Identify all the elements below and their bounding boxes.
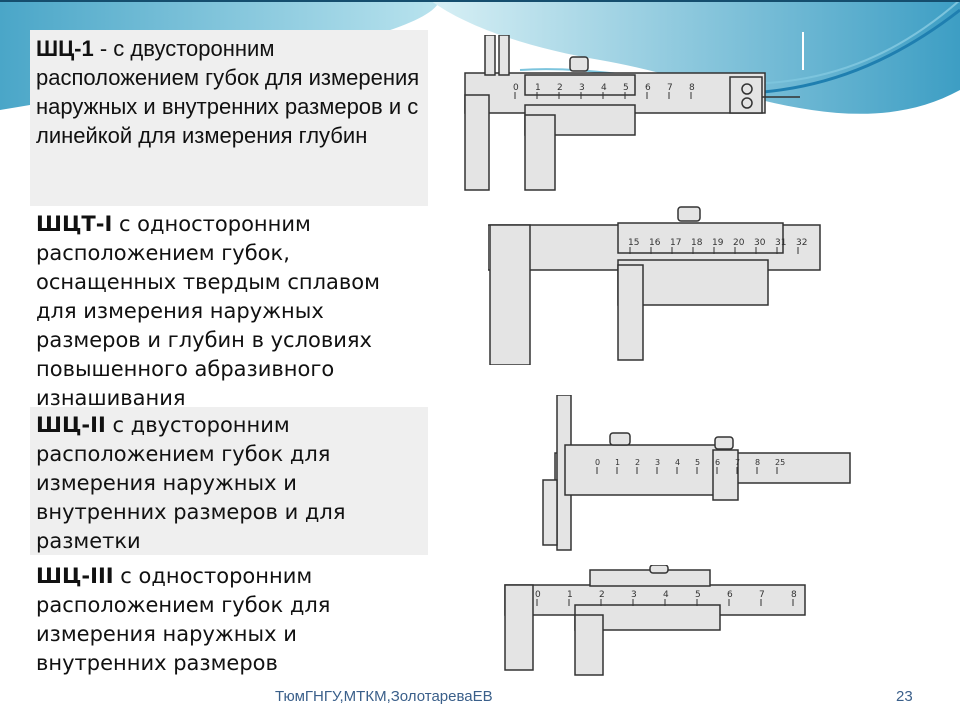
caliper-type-shct1: ШЦТ-I с односторонним расположением губо…: [30, 206, 428, 410]
scale-tick-label: 6: [727, 590, 733, 600]
scale-tick-label: 1: [535, 83, 541, 93]
scale-tick-label: 1: [567, 590, 573, 600]
scale-tick-label: 6: [715, 458, 720, 467]
caliper-type-shc2: ШЦ-II с двусторонним расположением губок…: [30, 407, 428, 555]
scale-tick-label: 5: [695, 458, 700, 467]
scale-tick-label: 25: [775, 458, 785, 467]
caliper-type-shc3: ШЦ-III с односторонним расположением губ…: [30, 558, 428, 678]
scale-tick-label: 3: [579, 83, 585, 93]
scale-tick-label: 4: [675, 458, 680, 467]
type-description: с двусторонним расположением губок для и…: [36, 413, 346, 553]
scale-tick-label: 0: [535, 590, 541, 600]
type-code: ШЦТ-I: [36, 212, 113, 236]
type-description: - с двусторонним расположением губок для…: [36, 36, 420, 148]
scale-tick-label: 7: [667, 83, 673, 93]
scale-tick-label: 3: [631, 590, 637, 600]
caliper-shc2-image: 0 1 2 3 4 5 6 7 8 25: [542, 395, 851, 551]
scale-tick-label: 17: [670, 238, 681, 248]
scale-tick-label: 20: [733, 238, 745, 248]
scale-tick-label: 16: [649, 238, 661, 248]
scale-tick-label: 1: [615, 458, 620, 467]
scale-tick-label: 30: [754, 238, 766, 248]
scale-tick-label: 15: [628, 238, 639, 248]
type-code: ШЦ-1: [36, 36, 94, 61]
scale-tick-label: 4: [663, 590, 669, 600]
scale-tick-label: 4: [601, 83, 607, 93]
type-description: с односторонним расположением губок для …: [36, 564, 331, 675]
caliper-shct1-image: 15 16 17 18 19 20 30 31 32: [488, 206, 821, 365]
slide-number: 23: [896, 688, 913, 705]
scale-tick-label: 6: [645, 83, 651, 93]
scale-tick-label: 18: [691, 238, 703, 248]
footer-author: ТюмГНГУ,МТКМ,ЗолотареваЕВ: [275, 688, 493, 705]
scale-tick-label: 19: [712, 238, 724, 248]
scale-tick-label: 8: [755, 458, 760, 467]
scale-tick-label: 2: [599, 590, 605, 600]
scale-tick-label: 2: [635, 458, 640, 467]
scale-tick-label: 8: [791, 590, 797, 600]
scale-tick-label: 31: [775, 238, 786, 248]
caliper-type-shc1: ШЦ-1 - с двусторонним расположением губо…: [30, 30, 428, 206]
type-description: с односторонним расположением губок, осн…: [36, 212, 380, 410]
caliper-shc3-image: 0 1 2 3 4 5 6 7 8: [504, 565, 806, 676]
scale-tick-label: 0: [513, 83, 519, 93]
scale-tick-label: 32: [796, 238, 807, 248]
scale-tick-label: 0: [595, 458, 600, 467]
scale-tick-label: 5: [623, 83, 629, 93]
scale-tick-label: 8: [689, 83, 695, 93]
type-code: ШЦ-III: [36, 564, 114, 588]
scale-tick-label: 2: [557, 83, 563, 93]
type-code: ШЦ-II: [36, 413, 106, 437]
scale-tick-label: 7: [759, 590, 765, 600]
scale-tick-label: 7: [735, 458, 740, 467]
scale-tick-label: 3: [655, 458, 660, 467]
scale-tick-label: 5: [695, 590, 701, 600]
caliper-shc1-image: 0 1 2 3 4 5 6 7 8: [464, 35, 800, 191]
